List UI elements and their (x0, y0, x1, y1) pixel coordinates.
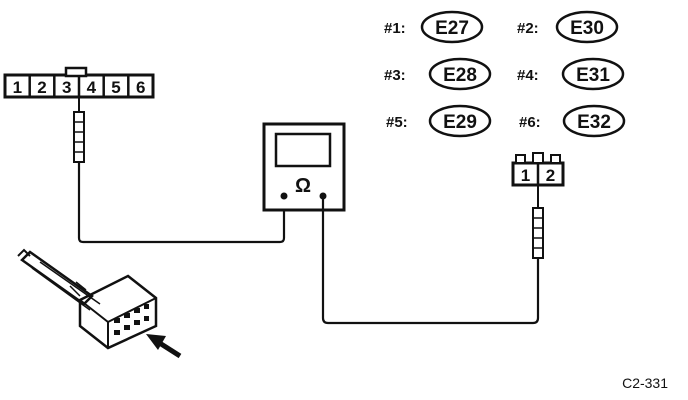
terminal-oval-4 (561, 57, 625, 91)
connector-illustration (17, 248, 158, 350)
right-connector-lock-tab (532, 152, 544, 164)
ohmmeter-display (274, 132, 332, 168)
figure-code: C2-331 (622, 375, 668, 391)
right-test-probe (532, 186, 544, 259)
right-connector: 1 2 (511, 152, 565, 187)
map-terminal-4: E31 (576, 65, 610, 86)
left-pin-3: 3 (62, 78, 71, 97)
map-terminal-2: E30 (570, 18, 604, 39)
map-key-2: #2: (517, 20, 539, 37)
ohmmeter-terminal-right (319, 192, 327, 200)
left-lead-wire (77, 162, 286, 244)
left-connector: 1 2 3 4 5 6 (3, 66, 155, 99)
terminal-oval-3 (428, 57, 492, 91)
right-pin-2: 2 (546, 166, 555, 185)
right-connector-tab-left (515, 154, 526, 164)
terminal-oval-2 (555, 10, 619, 44)
left-test-probe (73, 98, 85, 163)
map-key-1: #1: (384, 20, 406, 37)
wire-harness (20, 250, 94, 306)
left-pin-2: 2 (37, 78, 46, 97)
left-connector-lock-tab (64, 66, 88, 78)
terminal-map: #1: E27 #2: E30 #3: E28 #4: E31 #5: E29 … (384, 10, 626, 138)
left-pin-4: 4 (87, 78, 97, 97)
ohm-symbol: Ω (295, 175, 311, 197)
right-lead-wire (321, 198, 540, 325)
map-terminal-3: E28 (443, 65, 477, 86)
left-pin-1: 1 (13, 78, 22, 97)
left-pin-6: 6 (136, 78, 145, 97)
left-pin-5: 5 (111, 78, 120, 97)
map-key-5: #5: (386, 114, 408, 131)
terminal-oval-6 (562, 104, 626, 138)
map-key-6: #6: (519, 114, 541, 131)
map-key-3: #3: (384, 67, 406, 84)
map-terminal-1: E27 (435, 18, 469, 39)
terminal-oval-5 (428, 104, 492, 138)
map-terminal-6: E32 (577, 112, 611, 133)
right-probe-handle (532, 207, 544, 259)
ohmmeter-terminal-left (280, 192, 288, 200)
connector-housing (78, 274, 158, 350)
terminal-oval-1 (420, 10, 484, 44)
ohmmeter: Ω (262, 122, 346, 212)
arrow-icon (146, 334, 182, 359)
map-terminal-5: E29 (443, 112, 477, 133)
left-probe-handle (73, 111, 85, 163)
right-connector-tab-right (550, 154, 561, 164)
map-key-4: #4: (517, 67, 539, 84)
right-pin-1: 1 (521, 166, 530, 185)
